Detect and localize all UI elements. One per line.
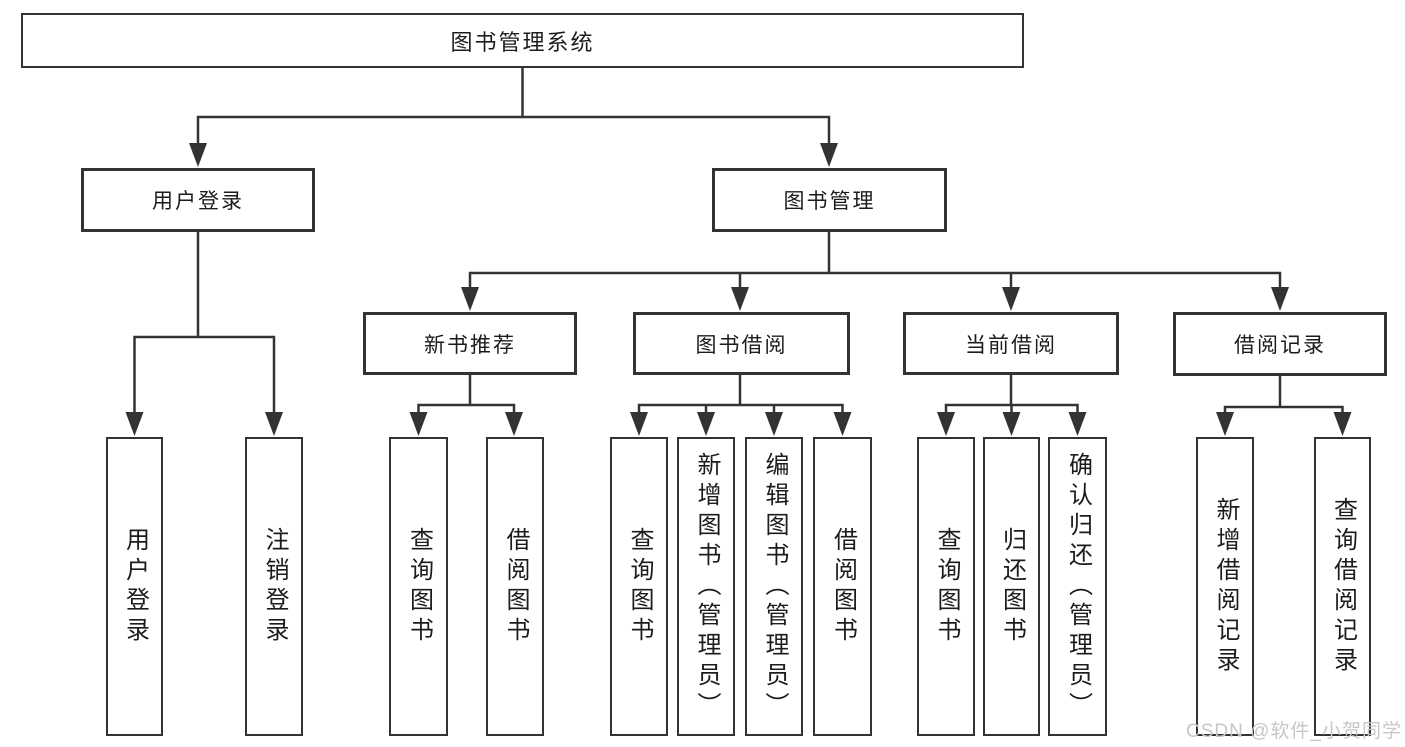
arrowheads [125,143,1352,436]
leaf-edit-book-admin-label: 编辑图书（管理员） [761,451,788,722]
node-root-label: 图书管理系统 [450,29,595,55]
node-book-management: 图书管理 [712,168,947,232]
leaf-logout: 注销登录 [245,437,303,736]
leaf-user-login-label: 用户登录 [121,526,149,647]
node-borrow-record-label: 借阅记录 [1234,334,1326,357]
leaf-add-borrow-record-label: 新增借阅记录 [1212,496,1239,677]
leaf-add-book-admin: 新增图书（管理员） [677,437,735,736]
leaf-borrow-books-2: 借阅图书 [813,437,872,736]
arrow-down-icon [820,143,838,167]
arrow-down-icon [833,412,852,436]
wire-borrowrecord-to-leaves [1223,374,1344,432]
arrow-down-icon [765,412,783,436]
node-current-borrow-label: 当前借阅 [965,333,1057,357]
leaf-borrow-books-1: 借阅图书 [486,437,544,736]
leaf-add-borrow-record: 新增借阅记录 [1196,437,1254,736]
leaf-return-book: 归还图书 [983,437,1040,736]
arrow-down-icon [189,143,207,167]
leaf-add-book-admin-label: 新增图书（管理员） [693,451,720,722]
leaf-borrow-books-1-label: 借阅图书 [502,526,529,647]
leaf-query-books-1: 查询图书 [389,437,448,736]
leaf-query-books-2-label: 查询图书 [626,526,653,647]
node-new-book-recommend-label: 新书推荐 [424,333,516,357]
leaf-query-books-3-label: 查询图书 [933,526,960,647]
node-book-management-label: 图书管理 [783,190,876,213]
arrow-down-icon [1271,287,1289,311]
node-current-borrow: 当前借阅 [903,312,1119,375]
wire-bookmgmt-to-level3 [468,230,1282,308]
wire-newbookrec-to-leaves [417,373,516,432]
wire-userlogin-to-leaves [133,230,276,432]
arrow-down-icon [1216,412,1234,436]
wire-bookborrow-to-leaves [637,373,844,432]
arrow-down-icon [697,412,715,436]
node-new-book-recommend: 新书推荐 [363,312,577,375]
leaf-query-books-1-label: 查询图书 [405,526,433,647]
leaf-query-books-2: 查询图书 [610,437,668,736]
wire-root-to-level2 [196,66,831,164]
arrow-down-icon [1002,287,1020,311]
arrow-down-icon [265,412,283,436]
arrow-down-icon [630,412,648,436]
leaf-confirm-return-admin-label: 确认归还（管理员） [1064,451,1092,722]
arrow-down-icon [937,412,955,436]
node-book-borrow-label: 图书借阅 [695,333,788,357]
watermark: CSDN @软件_小贺同学 [1186,721,1402,742]
leaf-query-borrow-record-label: 查询借阅记录 [1329,496,1357,677]
leaf-query-books-3: 查询图书 [917,437,975,736]
arrow-down-icon [1068,412,1087,436]
arrow-down-icon [409,412,428,436]
node-user-login: 用户登录 [81,168,315,232]
node-user-login-label: 用户登录 [152,190,244,213]
arrow-down-icon [1333,412,1352,436]
arrow-down-icon [125,412,144,436]
leaf-query-borrow-record: 查询借阅记录 [1314,437,1371,736]
leaf-return-book-label: 归还图书 [998,526,1026,647]
node-borrow-record: 借阅记录 [1173,312,1387,376]
arrow-down-icon [731,287,749,311]
arrow-down-icon [1002,412,1021,436]
connector-paths [133,66,1344,432]
leaf-borrow-books-2-label: 借阅图书 [829,526,857,647]
leaf-user-login: 用户登录 [106,437,163,736]
leaf-edit-book-admin: 编辑图书（管理员） [745,437,803,736]
leaf-logout-label: 注销登录 [261,526,288,647]
arrow-down-icon [461,287,479,311]
node-book-borrow: 图书借阅 [633,312,850,375]
arrow-down-icon [505,412,523,436]
node-root: 图书管理系统 [21,13,1024,68]
leaf-confirm-return-admin: 确认归还（管理员） [1048,437,1107,736]
